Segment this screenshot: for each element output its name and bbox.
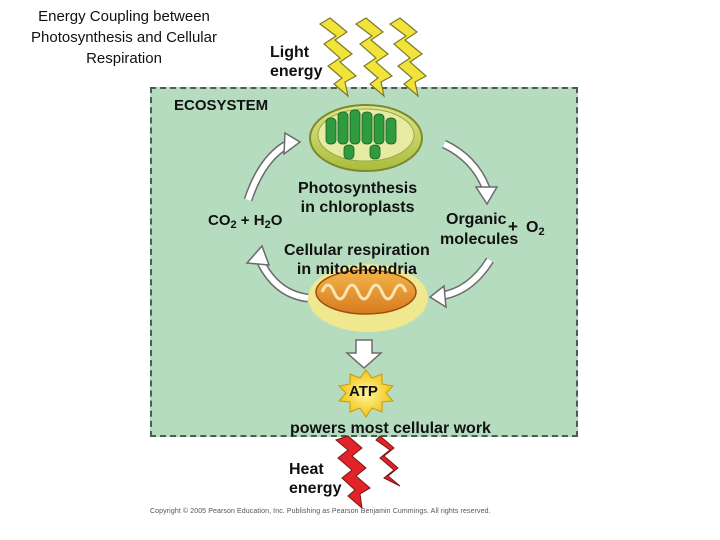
arrow-bottom-right	[439, 257, 494, 301]
chloroplast-illustration	[309, 104, 423, 172]
organic-label: Organic	[446, 211, 507, 228]
photosynthesis-line1: Photosynthesis	[298, 180, 418, 197]
heat-energy-label: Heat energy	[289, 460, 341, 498]
atp-label: ATP	[349, 383, 378, 400]
light-bolt-3	[388, 17, 428, 98]
heat-energy-line2: energy	[289, 480, 342, 497]
photosynthesis-line2: in chloroplasts	[300, 199, 415, 216]
heat-bolt-1	[334, 435, 371, 510]
atp-burst	[337, 369, 395, 418]
oxygen-label: O2	[526, 219, 545, 238]
plus-sign: +	[508, 217, 518, 236]
arrowhead-top-left	[283, 131, 302, 156]
light-energy-line2: energy	[270, 63, 323, 80]
arrowhead-top-right	[474, 186, 499, 206]
reactants-label: CO2 + H2O	[208, 212, 283, 231]
ecosystem-label: ECOSYSTEM	[174, 97, 269, 114]
respiration-label: Cellular respiration in mitochondria	[284, 241, 430, 279]
arrowhead-bottom-right	[428, 284, 447, 309]
copyright-notice: Copyright © 2005 Pearson Education, Inc.…	[150, 508, 491, 515]
photosynthesis-label: Photosynthesis in chloroplasts	[298, 179, 417, 217]
light-energy-bolts	[318, 17, 428, 98]
arrowhead-bottom-left	[245, 244, 271, 266]
light-bolt-2	[354, 17, 394, 98]
respiration-line1: Cellular respiration	[284, 242, 430, 259]
light-bolt-1	[318, 17, 358, 98]
respiration-line2: in mitochondria	[296, 261, 417, 278]
heat-energy-bolts	[334, 435, 401, 510]
light-energy-label: Light energy	[270, 43, 322, 81]
heat-bolt-2	[375, 435, 401, 487]
light-energy-line1: Light	[270, 44, 310, 61]
powers-label: powers most cellular work	[290, 420, 491, 437]
mitochondrion-illustration	[308, 264, 428, 332]
molecules-label: molecules	[440, 231, 519, 248]
slide-title: Energy Coupling between Photosynthesis a…	[31, 8, 217, 67]
heat-energy-line1: Heat	[289, 461, 324, 478]
down-arrow-to-atp	[345, 339, 383, 370]
